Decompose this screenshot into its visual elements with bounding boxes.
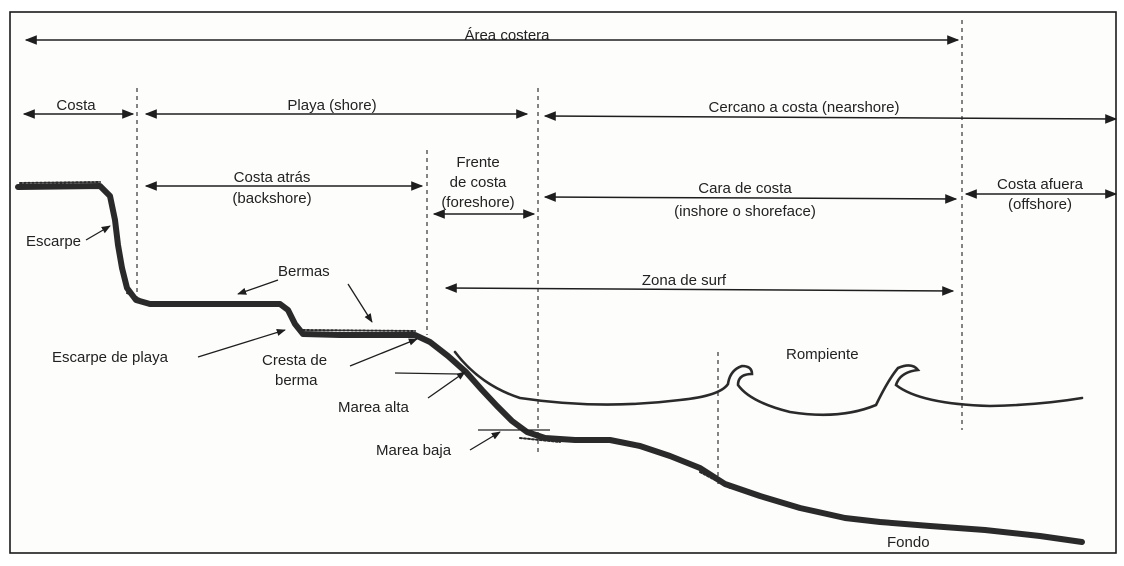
beach-profile	[15, 181, 1085, 545]
label-rompiente: Rompiente	[786, 346, 859, 363]
label-offshore-2: (offshore)	[1008, 196, 1072, 213]
label-cresta-1: Cresta de	[262, 352, 327, 369]
label-foreshore-1: Frente	[456, 154, 499, 171]
label-area-costera: Área costera	[464, 27, 550, 44]
arrow-zona-surf	[444, 283, 955, 296]
label-shoreface-1: Cara de costa	[698, 180, 792, 197]
label-foreshore-2: de costa	[450, 174, 507, 191]
arrow-shoreface	[543, 192, 958, 204]
label-backshore-1: Costa atrás	[234, 169, 311, 186]
label-zona-surf: Zona de surf	[642, 272, 727, 289]
label-playa: Playa (shore)	[287, 97, 376, 114]
label-costa: Costa	[56, 97, 96, 114]
pointer-berma-1	[237, 279, 279, 295]
label-marea-baja: Marea baja	[376, 442, 452, 459]
label-escarpe-playa: Escarpe de playa	[52, 349, 169, 366]
label-bermas: Bermas	[278, 263, 330, 280]
label-foreshore-3: (foreshore)	[441, 194, 514, 211]
pointer-berma-2	[347, 283, 373, 323]
label-offshore-1: Costa afuera	[997, 176, 1084, 193]
diagram-frame	[9, 11, 1117, 554]
label-fondo: Fondo	[887, 534, 930, 551]
pointer-cresta	[349, 338, 418, 367]
pointer-marea-baja	[469, 431, 501, 451]
label-cresta-2: berma	[275, 372, 318, 389]
label-cercano-costa: Cercano a costa (nearshore)	[709, 99, 900, 116]
label-backshore-2: (backshore)	[232, 190, 311, 207]
pointer-escarpe-playa	[197, 328, 286, 358]
label-marea-alta: Marea alta	[338, 399, 410, 416]
water-surface	[453, 350, 1084, 417]
high-tide-line	[394, 372, 459, 375]
arrow-cercano-costa	[543, 111, 1118, 124]
label-shoreface-2: (inshore o shoreface)	[674, 203, 816, 220]
pointer-escarpe	[85, 225, 111, 241]
pointer-marea-alta	[427, 371, 466, 399]
label-escarpe: Escarpe	[26, 233, 81, 250]
